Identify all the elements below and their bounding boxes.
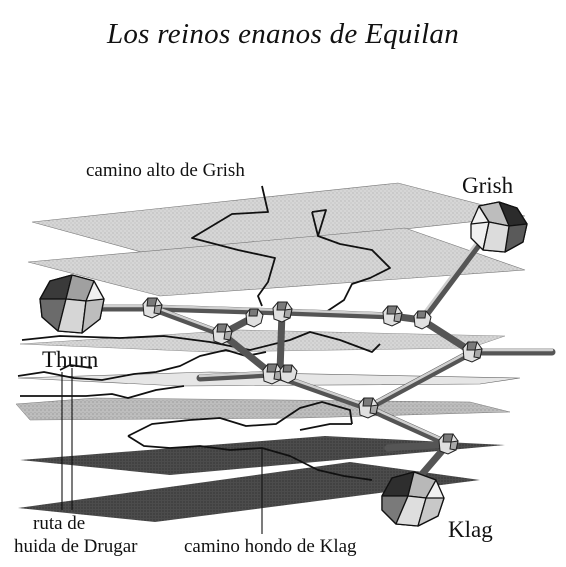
rod-hl-3 xyxy=(280,308,394,316)
node-f xyxy=(262,363,283,385)
node-b2 xyxy=(245,308,264,328)
middle-route xyxy=(21,331,381,353)
routes xyxy=(17,185,391,481)
rod-hl-2 xyxy=(150,304,284,312)
high-path-leader xyxy=(261,185,269,213)
deep-path-route xyxy=(127,401,373,481)
rod-hl-4 xyxy=(418,228,488,320)
node-i xyxy=(462,341,483,363)
node-b xyxy=(272,301,293,323)
node-e xyxy=(212,323,233,345)
rod-west xyxy=(196,370,276,382)
high-path-route xyxy=(191,185,391,313)
deep-path-branch xyxy=(299,423,352,431)
rod-hl-8 xyxy=(198,370,274,378)
rod-hl-10 xyxy=(150,304,224,334)
node-f2 xyxy=(279,364,298,384)
rod-b-c xyxy=(278,308,396,320)
thurn-label: Thurn xyxy=(42,347,99,372)
rod-e-f xyxy=(218,330,276,378)
klag-kingdom-node xyxy=(381,471,445,527)
node-h xyxy=(438,433,459,455)
junction-nodes xyxy=(142,297,483,455)
high-path-label: camino alto de Grish xyxy=(86,160,245,181)
rod-grish xyxy=(418,228,492,324)
rod-a-e xyxy=(148,304,226,338)
node-g xyxy=(358,397,379,419)
escape-route-label-line2: huida de Drugar xyxy=(14,536,138,557)
rod-h-west xyxy=(384,440,452,452)
leader-lines xyxy=(61,185,269,534)
plane-layers xyxy=(15,182,526,522)
rod-g-h xyxy=(364,404,452,448)
rod-hl-9 xyxy=(366,348,474,408)
klag-label: Klag xyxy=(448,517,493,542)
diagram-title: Los reinos enanos de Equilan xyxy=(106,18,460,50)
rod-i-g xyxy=(364,348,476,412)
rod-hl-6 xyxy=(366,404,450,444)
grish-label: Grish xyxy=(462,173,514,198)
thurn-kingdom-node xyxy=(39,274,105,334)
deep-path-label: camino hondo de Klag xyxy=(184,536,357,557)
middle-plane xyxy=(19,329,506,353)
grish-kingdom-node xyxy=(470,201,528,253)
escape-route-label-line1: ruta de xyxy=(33,513,86,534)
node-d xyxy=(413,310,432,330)
upper-plane xyxy=(27,227,526,297)
kingdom-nodes xyxy=(39,201,528,527)
node-c xyxy=(382,305,403,327)
high-plane xyxy=(31,182,526,257)
node-a xyxy=(142,297,163,319)
lower-mid-plane xyxy=(15,397,511,421)
deep-plane-lower xyxy=(18,462,480,522)
escape-route xyxy=(17,349,267,399)
